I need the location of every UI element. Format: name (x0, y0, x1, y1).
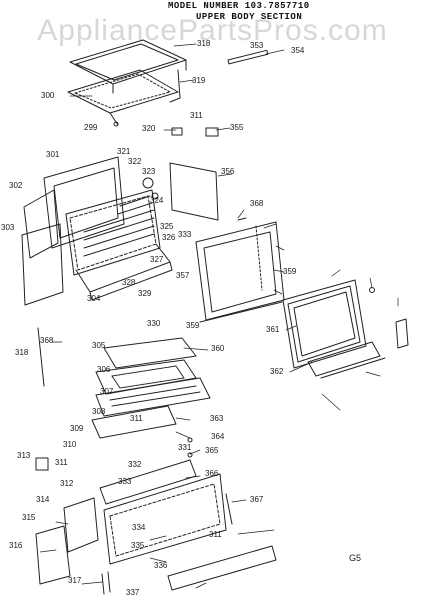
callout-319: 319 (192, 76, 206, 85)
callout-329: 329 (138, 289, 152, 298)
callout-306: 306 (97, 365, 111, 374)
callout-311-b: 311 (130, 414, 143, 423)
callout-300: 300 (41, 91, 55, 100)
callout-342: 357 (176, 271, 190, 280)
callout-368: 368 (40, 336, 54, 345)
callout-311-c: 311 (55, 458, 68, 467)
callout-309: 309 (70, 424, 84, 433)
callout-317: 317 (68, 576, 82, 585)
callout-304: 304 (87, 294, 101, 303)
callout-327: 327 (150, 255, 164, 264)
callout-352: 368 (250, 199, 264, 208)
callout-316: 316 (9, 541, 23, 550)
callout-350: 366 (205, 469, 219, 478)
callout-318: 318 (197, 39, 211, 48)
callout-351: 367 (250, 495, 264, 504)
callout-337: 337 (126, 588, 140, 597)
callout-307: 307 (100, 387, 114, 396)
door-frame-assembly (195, 221, 285, 323)
callout-326: 326 (162, 233, 176, 242)
callout-332: 332 (128, 460, 142, 469)
callout-323: 323 (142, 167, 156, 176)
callout-312: 312 (60, 479, 74, 488)
callout-313: 313 (17, 451, 31, 460)
callout-330: 330 (147, 319, 161, 328)
callout-333-a: 333 (178, 230, 192, 239)
callout-346: 362 (270, 367, 284, 376)
rear-panel-341 (169, 162, 219, 221)
callout-311-d: 311 (209, 530, 222, 539)
callout-340: 355 (230, 123, 244, 132)
callout-343-b: 359 (186, 321, 200, 330)
callout-345: 361 (266, 325, 280, 334)
callout-335: 335 (131, 541, 145, 550)
leader-lines (39, 43, 399, 589)
broiler-tray (91, 405, 177, 439)
callout-320: 320 (142, 124, 156, 133)
callout-303: 303 (1, 223, 15, 232)
callout-338: 353 (250, 41, 264, 50)
callout-341: 356 (221, 167, 235, 176)
callout-325: 325 (160, 222, 174, 231)
callout-339: 354 (291, 46, 305, 55)
callout-310: 310 (63, 440, 77, 449)
callout-343-a: 359 (283, 267, 297, 276)
callout-333-b: 333 (118, 477, 132, 486)
callout-311-a: 311 (190, 111, 203, 120)
callout-347: 363 (210, 414, 224, 423)
top-cover-assembly (67, 39, 187, 126)
callout-301: 301 (46, 150, 60, 159)
callout-308: 308 (92, 407, 106, 416)
model-number-heading: MODEL NUMBER 103.7857710 (168, 1, 310, 11)
callout-314: 314 (36, 495, 50, 504)
callout-305: 305 (92, 341, 106, 350)
callout-315: 315 (22, 513, 36, 522)
callout-302: 302 (9, 181, 23, 190)
outer-door-assembly (282, 279, 409, 379)
callout-331: 331 (178, 443, 192, 452)
callout-336: 336 (154, 561, 168, 570)
callout-344: 360 (211, 344, 225, 353)
section-heading: UPPER BODY SECTION (196, 12, 303, 22)
callout-349: 365 (205, 446, 219, 455)
callout-324: 324 (150, 196, 164, 205)
callout-348: 364 (211, 432, 225, 441)
vent-assembly (95, 337, 211, 417)
callout-334: 334 (132, 523, 146, 532)
callout-299: 299 (84, 123, 98, 132)
oven-body-assembly (21, 156, 173, 306)
page-code: G5 (349, 553, 362, 563)
callout-321: 321 (117, 147, 131, 156)
callout-322: 322 (128, 157, 142, 166)
small-parts (35, 49, 269, 525)
drawer-assembly (35, 459, 277, 595)
callout-328: 328 (122, 278, 136, 287)
callout-318-b: 318 (15, 348, 29, 357)
